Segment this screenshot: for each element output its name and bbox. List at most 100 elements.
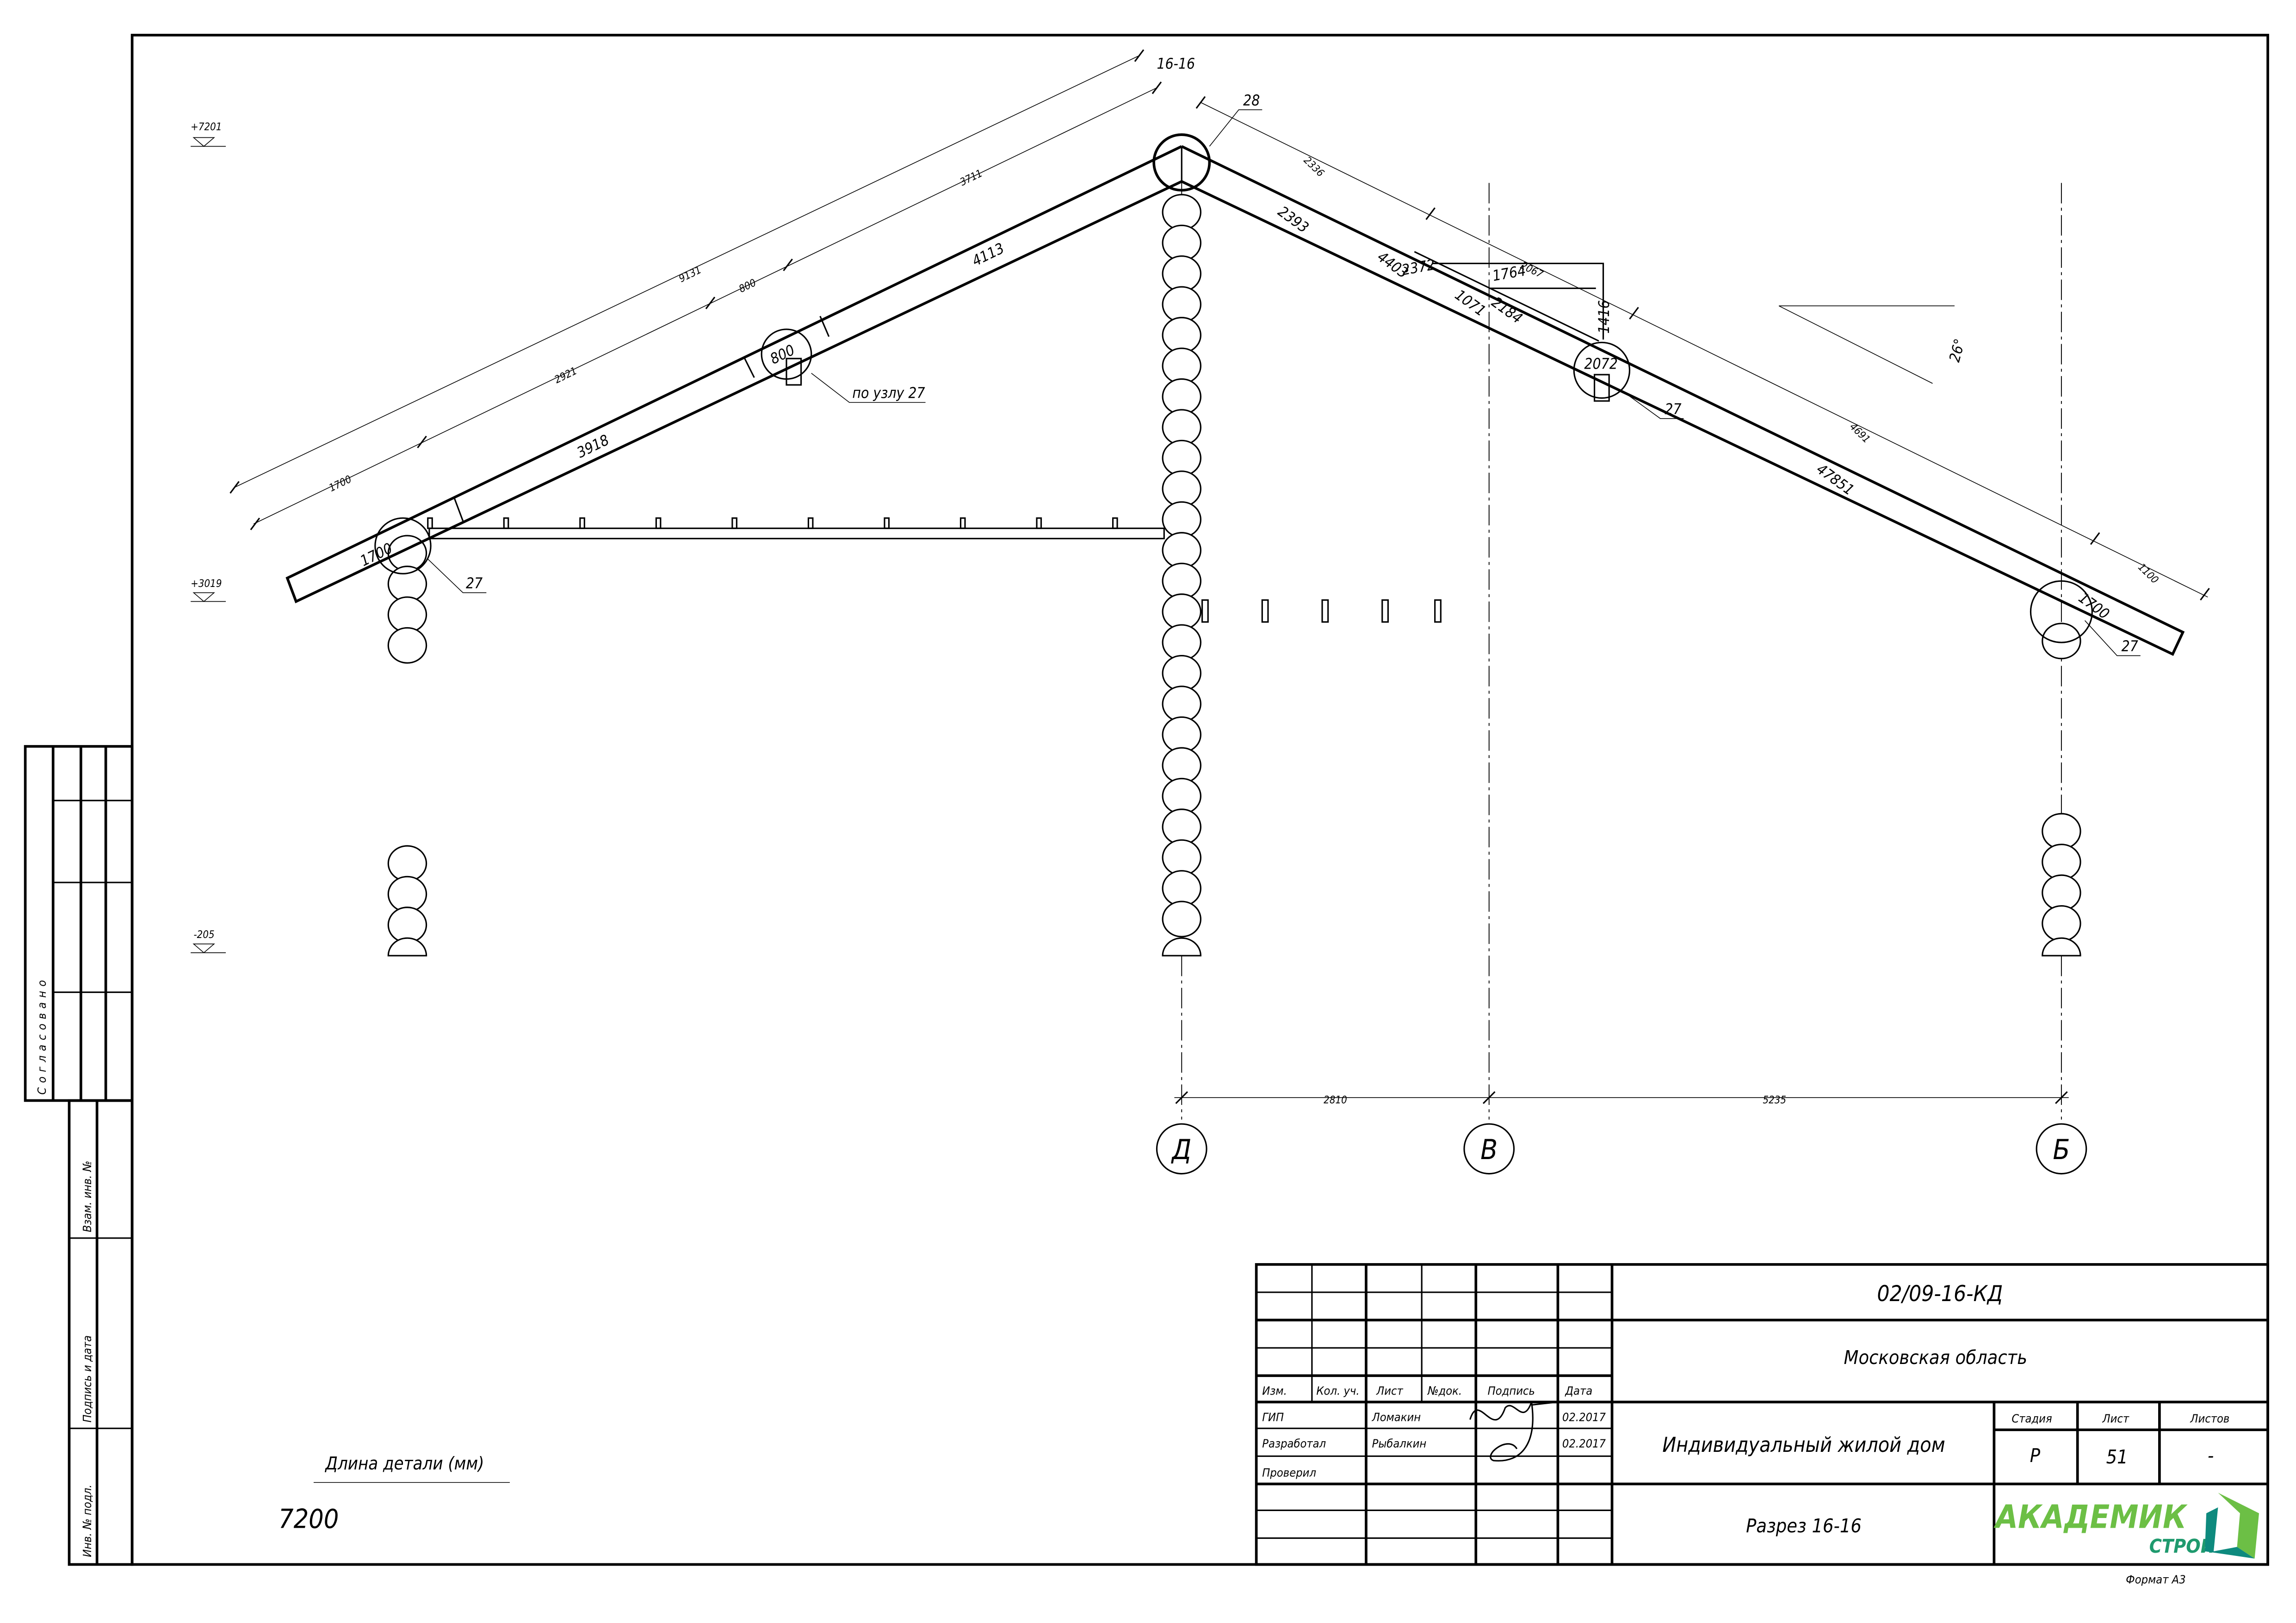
title_block-stage_headers-0: Стадия <box>2011 1412 2052 1426</box>
log <box>1162 470 1201 507</box>
right_slope-rafter_parts-3: 1764 <box>1491 262 1527 284</box>
title_block-headers-2: Лист <box>1376 1384 1403 1397</box>
right-slope-labels: 2336 2067 4691 1100 2393 4403 2372 1764 … <box>1275 154 2161 656</box>
ceiling-stud <box>1036 517 1042 529</box>
ceiling-stud <box>959 517 966 529</box>
company-logo: АКАДЕМИК СТРОЙ <box>1993 1493 2259 1559</box>
detail-length-value: 7200 <box>278 1504 339 1534</box>
title_block-stage_values-2: - <box>2208 1444 2214 1467</box>
right_slope-callouts-1: 27 <box>2122 638 2138 655</box>
right_slope-dims-2: 4691 <box>1847 421 1873 446</box>
log <box>1162 255 1201 292</box>
section-title: 16-16 <box>1157 56 1195 73</box>
title_block-stage_headers-2: Листов <box>2190 1412 2229 1426</box>
left_slope-callouts-1: 27 <box>466 575 483 592</box>
ceiling-stud <box>427 517 433 529</box>
log <box>1162 624 1201 661</box>
log <box>1162 532 1201 569</box>
log <box>1162 347 1201 384</box>
right_slope-dims-3: 1100 <box>2135 561 2161 586</box>
left_slope-dims_inner-2: 800 <box>737 277 758 295</box>
log <box>1162 286 1201 323</box>
elevations-1: +3019 <box>191 578 222 590</box>
log-walls <box>387 194 2081 957</box>
log <box>1162 778 1201 815</box>
title_block-people-2-role: Проверил <box>1262 1466 1316 1480</box>
log <box>1162 194 1201 231</box>
title_block-people-0-date: 02.2017 <box>1562 1410 1606 1424</box>
log-half <box>1162 937 1201 957</box>
ceiling-stud <box>655 517 662 529</box>
ceiling-stud <box>1112 517 1118 529</box>
title_block-stage_headers-1: Лист <box>2102 1412 2129 1426</box>
left_slope-rafter_parts-2: 800 <box>767 342 798 368</box>
left_slope-rafter_parts-3: 4113 <box>970 240 1007 270</box>
detail-length-label: Длина детали (мм) <box>324 1453 484 1474</box>
log-half <box>387 937 427 957</box>
title_block-people-0-role: ГИП <box>1262 1410 1284 1424</box>
log <box>1162 747 1201 784</box>
log <box>387 907 427 944</box>
log <box>1162 593 1201 630</box>
rafters <box>285 133 2185 656</box>
title_block-people-0-name: Ломакин <box>1372 1410 1421 1424</box>
region: Московская область <box>1844 1346 2028 1369</box>
log <box>1162 839 1201 876</box>
log <box>1162 378 1201 415</box>
replaces-inv-label: Взам. инв. № <box>80 1161 94 1233</box>
log <box>2042 874 2081 911</box>
right_slope-rafter_parts-6: 1416 <box>1596 300 1613 333</box>
dimension-lines <box>229 49 2210 601</box>
log <box>2042 905 2081 942</box>
log <box>2042 623 2081 660</box>
title_block-people-1-date: 02.2017 <box>1562 1437 1606 1450</box>
elevations-2: -205 <box>193 929 214 941</box>
log <box>1162 501 1201 538</box>
ceiling-stud <box>503 517 509 529</box>
title_block-people-1-name: Рыбалкин <box>1372 1437 1427 1450</box>
signature <box>1469 1401 1558 1462</box>
log <box>1162 224 1201 261</box>
left_slope-dims_inner-0: 1700 <box>327 473 353 494</box>
ceiling-stud <box>807 517 814 529</box>
title_block-logo_bottom: СТРОЙ <box>2149 1535 2215 1557</box>
ceiling-stud <box>884 517 890 529</box>
sheet-title: Разрез 16-16 <box>1746 1515 1862 1537</box>
log <box>1162 716 1201 753</box>
span-1: 2810 <box>1324 1094 1347 1106</box>
right_slope-rafter_parts-2: 2372 <box>1400 257 1436 279</box>
log <box>1162 317 1201 354</box>
title_block-stage_values-1: 51 <box>2106 1446 2128 1468</box>
title_block-logo_top: АКАДЕМИК <box>1993 1498 2188 1536</box>
log <box>2042 844 2081 881</box>
axis-label-b: Б <box>2053 1134 2070 1166</box>
log <box>1162 654 1201 692</box>
log <box>1162 562 1201 599</box>
log <box>1162 808 1201 845</box>
elevations-0: +7201 <box>191 121 222 133</box>
left_slope-rafter_parts-0: 1700 <box>358 540 395 570</box>
ceiling-stud <box>731 517 737 529</box>
axis-label-d: Д <box>1171 1134 1191 1166</box>
log <box>2042 813 2081 850</box>
ridge-callout: 28 <box>1243 93 1260 109</box>
left_slope-dims_inner-3: 3711 <box>958 167 984 189</box>
log <box>387 876 427 913</box>
log <box>1162 901 1201 938</box>
axis-label-v: В <box>1480 1134 1498 1166</box>
object-name: Индивидуальный жилой дом <box>1662 1433 1945 1457</box>
elevation-marks: +7201 +3019 -205 <box>191 121 226 953</box>
title_block-headers-3: №док. <box>1427 1384 1462 1397</box>
log <box>387 596 427 633</box>
log <box>1162 409 1201 446</box>
log <box>1162 685 1201 722</box>
side-stamp: Согласовано Взам. инв. № Подпись и дата … <box>24 745 134 1566</box>
log <box>387 627 427 664</box>
doc-code: 02/09-16-КД <box>1877 1281 2003 1307</box>
title_block-headers-0: Изм. <box>1262 1384 1287 1397</box>
agreed-label: Согласовано <box>35 975 49 1094</box>
title-block: 02/09-16-КД Московская область Индивидуа… <box>1255 1263 2269 1566</box>
title_block-headers-5: Дата <box>1565 1384 1592 1397</box>
log <box>387 845 427 882</box>
